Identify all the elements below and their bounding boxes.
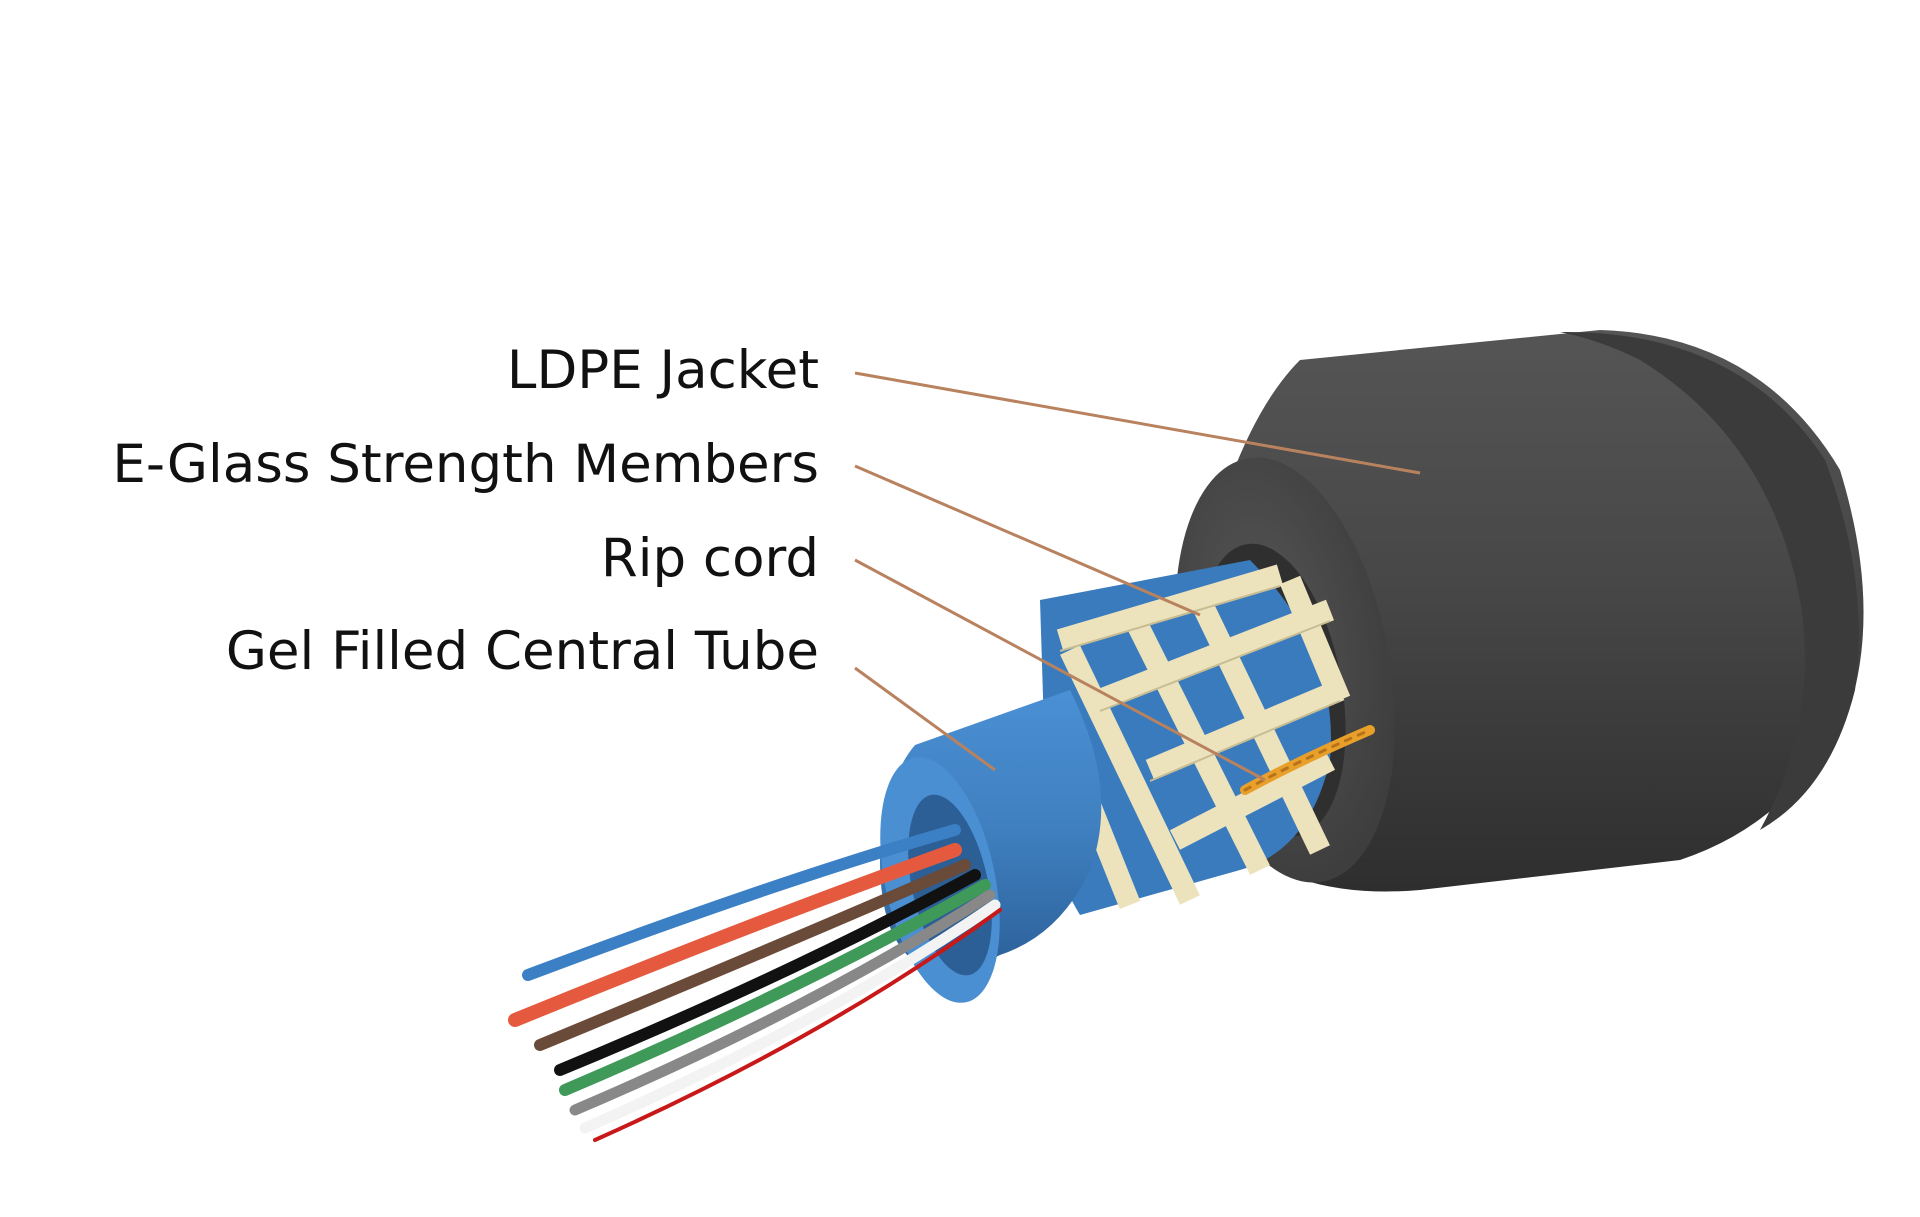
fiber-black (554, 869, 981, 1076)
fiber-brown (534, 859, 971, 1051)
leader-line-ripcord (854, 558, 1266, 782)
rip-cord-label: Rip cord (600, 528, 819, 589)
strength-member-edges (1059, 585, 1341, 782)
leader-line-tube (854, 666, 996, 772)
fiber-red-orange (508, 843, 962, 1027)
fiber-green (559, 879, 991, 1096)
fiber-blue (522, 824, 961, 981)
leader-lines (854, 371, 1421, 782)
fiber-gray (569, 889, 996, 1116)
fiber-white (579, 899, 1001, 1134)
ldpe-jacket-label: LDPE Jacket (506, 340, 819, 401)
leader-line-jacket (854, 371, 1421, 475)
rip-cord (1240, 725, 1375, 795)
fiber-red (593, 908, 1002, 1142)
jacket-far-end (1560, 331, 1859, 830)
optical-fibers (508, 824, 1002, 1142)
leader-line-strength (854, 464, 1201, 617)
e-glass-strength-members-label: E-Glass Strength Members (112, 434, 819, 495)
strength-member-strands (1049, 564, 1351, 910)
gel-filled-central-tube-label: Gel Filled Central Tube (225, 621, 819, 682)
